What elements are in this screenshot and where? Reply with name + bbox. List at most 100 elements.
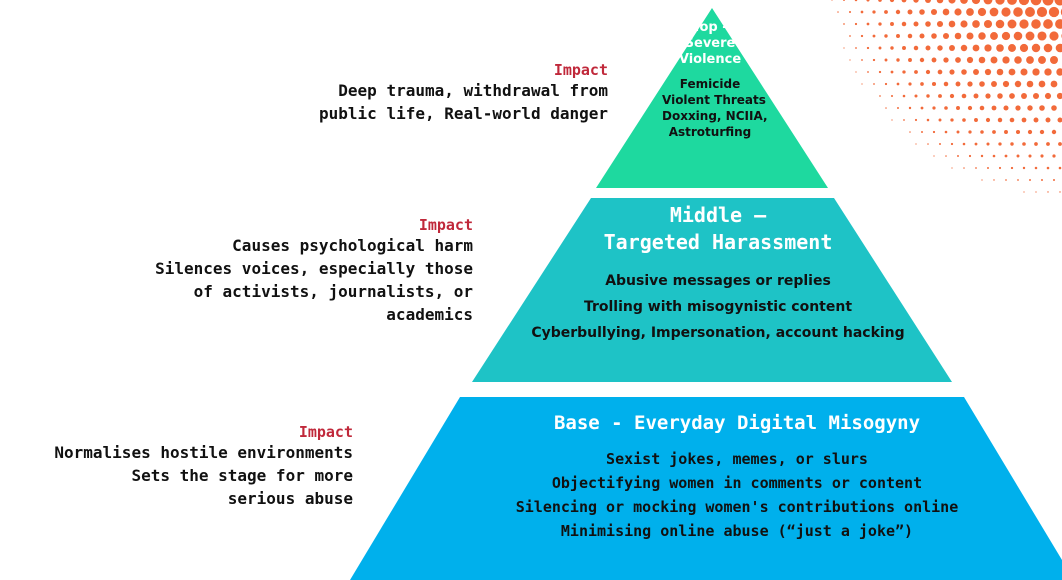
halftone-dot	[936, 20, 944, 28]
halftone-dot	[1032, 68, 1040, 76]
halftone-dot	[1046, 166, 1050, 170]
halftone-dot	[907, 9, 913, 15]
halftone-dot	[925, 21, 931, 27]
halftone-dot	[973, 69, 979, 75]
halftone-dot	[1050, 80, 1058, 88]
halftone-dot	[954, 8, 962, 16]
halftone-dot	[849, 35, 851, 37]
halftone-dot	[1047, 191, 1049, 193]
top-tier-text: Top - Severe Violence Femicide Violent T…	[662, 20, 768, 140]
halftone-dot	[995, 0, 1005, 5]
halftone-dot	[1015, 105, 1021, 111]
halftone-dot	[1043, 19, 1053, 29]
halftone-dot	[977, 7, 987, 17]
halftone-dot	[890, 46, 894, 50]
halftone-dot	[993, 179, 995, 181]
halftone-dot	[1056, 68, 1062, 76]
halftone-dot	[878, 70, 882, 74]
halftone-dot	[872, 34, 876, 38]
halftone-dot	[1033, 117, 1039, 123]
halftone-dot	[992, 154, 996, 158]
top-tier-title-line: Severe	[684, 36, 736, 51]
halftone-dot	[1022, 142, 1026, 146]
halftone-dot	[890, 70, 894, 74]
halftone-dot	[889, 0, 895, 3]
halftone-dot	[960, 20, 968, 28]
halftone-dot	[1051, 129, 1057, 135]
halftone-dot	[1057, 117, 1062, 123]
halftone-dot	[885, 107, 887, 109]
base-tier-item: Sexist jokes, memes, or slurs	[606, 450, 868, 468]
halftone-dot	[948, 20, 956, 28]
halftone-dot	[978, 32, 986, 40]
halftone-dot	[974, 118, 978, 122]
halftone-dot	[867, 71, 869, 73]
halftone-dot	[1049, 31, 1059, 41]
halftone-dot	[907, 33, 913, 39]
halftone-dot	[932, 106, 936, 110]
top-tier-title-line: Top -	[692, 20, 728, 35]
halftone-dot	[1021, 117, 1027, 123]
halftone-dot	[943, 57, 949, 63]
halftone-dot	[983, 0, 993, 5]
halftone-dot	[987, 167, 989, 169]
halftone-dot	[884, 10, 888, 14]
halftone-dot	[884, 58, 888, 62]
halftone-dot	[849, 59, 851, 61]
impact-block-middle: Impact Causes psychological harm Silence…	[155, 216, 473, 326]
halftone-dot	[1034, 142, 1038, 146]
halftone-dot	[995, 19, 1005, 29]
halftone-dot	[972, 44, 980, 52]
halftone-dot	[1020, 68, 1028, 76]
halftone-dot	[973, 93, 979, 99]
halftone-dot	[866, 22, 870, 26]
halftone-dot	[955, 81, 961, 87]
base-tier-item: Objectifying women in comments or conten…	[551, 474, 923, 492]
halftone-dot	[1052, 154, 1056, 158]
halftone-dot	[931, 57, 937, 63]
impact-line: Causes psychological harm	[232, 236, 473, 255]
halftone-dot	[901, 21, 907, 27]
middle-tier-title-line: Middle –	[669, 203, 767, 227]
halftone-dot	[1004, 130, 1008, 134]
halftone-dot	[1019, 43, 1029, 53]
halftone-dot	[979, 81, 985, 87]
halftone-dot	[1055, 19, 1062, 29]
halftone-dot	[998, 166, 1002, 170]
halftone-dot	[884, 82, 888, 86]
halftone-dot	[861, 83, 863, 85]
halftone-dot	[937, 45, 943, 51]
halftone-dot	[927, 143, 929, 145]
halftone-dot	[843, 0, 845, 1]
pyramid-top-tier	[596, 8, 828, 188]
halftone-dot	[896, 34, 900, 38]
impact-line: academics	[386, 305, 473, 324]
halftone-dot	[1010, 166, 1014, 170]
halftone-dot	[1045, 117, 1051, 123]
halftone-dot	[972, 20, 980, 28]
halftone-dot	[1008, 68, 1016, 76]
halftone-dot	[895, 9, 901, 15]
impact-label: Impact	[418, 216, 473, 234]
halftone-dot	[961, 69, 967, 75]
halftone-dot	[855, 47, 857, 49]
halftone-dot	[968, 130, 972, 134]
halftone-dot	[1056, 92, 1062, 100]
halftone-dot	[921, 131, 923, 133]
halftone-dot	[968, 154, 972, 158]
halftone-dot	[866, 46, 870, 50]
middle-tier-item: Trolling with misogynistic content	[583, 299, 853, 315]
halftone-dot	[996, 44, 1004, 52]
halftone-dot	[932, 130, 936, 134]
halftone-dot	[996, 68, 1004, 76]
halftone-dot	[962, 118, 966, 122]
halftone-dot	[956, 130, 960, 134]
halftone-dot	[1005, 179, 1007, 181]
halftone-dot	[1043, 43, 1053, 53]
halftone-dot	[925, 69, 931, 75]
halftone-dot	[1019, 19, 1029, 29]
halftone-dot	[997, 117, 1003, 123]
base-tier-title: Base - Everyday Digital Misogyny	[553, 412, 921, 434]
halftone-dot	[1014, 56, 1022, 64]
halftone-dot	[930, 8, 938, 16]
